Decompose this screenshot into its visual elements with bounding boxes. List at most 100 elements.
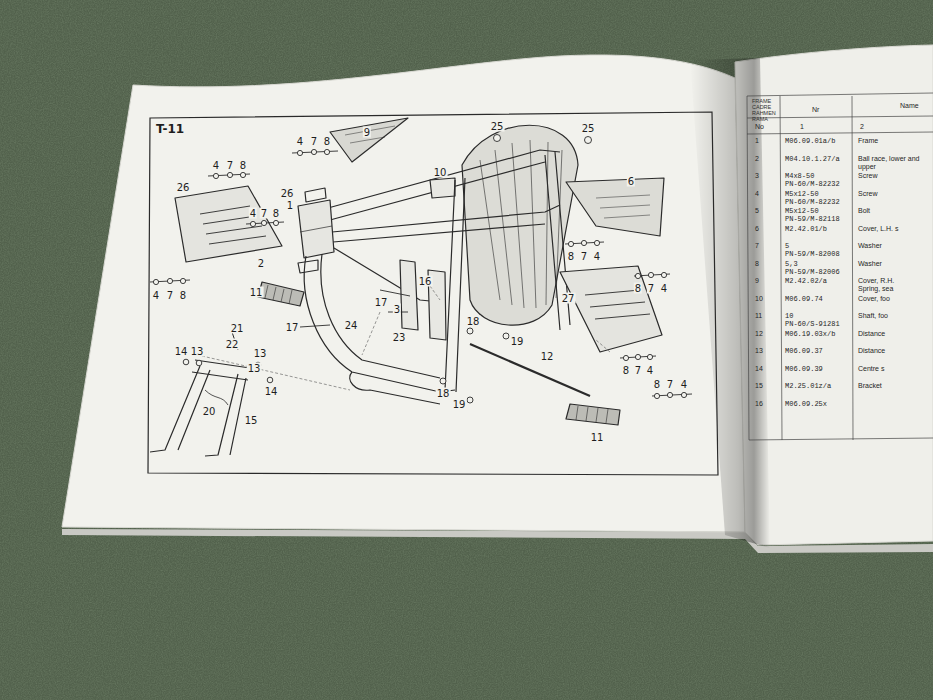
table-cell: 5 (785, 242, 789, 250)
callout-number: 7 (634, 365, 642, 376)
table-cell: Screw (858, 190, 877, 197)
table-cell: 3 (755, 172, 759, 179)
parts-table (747, 116, 933, 118)
callout-number: 8 (179, 290, 187, 301)
table-cell: 9 (755, 277, 759, 284)
callout-number: 2 (257, 258, 265, 269)
callout-number: 7 (310, 136, 318, 147)
table-header: Nr (812, 106, 819, 113)
callout-number: 7 (647, 283, 655, 294)
fasteners (440, 378, 446, 384)
table-cell: 10 (785, 312, 793, 320)
callout-number: 25 (490, 121, 505, 132)
callout-number: 7 (580, 251, 588, 262)
callout-number: 4 (296, 136, 304, 147)
table-cell: 12 (755, 330, 763, 337)
booklet (62, 45, 933, 553)
frame-illustration (192, 360, 250, 380)
callout-number: 7 (666, 379, 674, 390)
table-cell: 7 (755, 242, 759, 249)
frame-illustration (200, 206, 266, 244)
table-cell: 16 (755, 400, 763, 407)
callout-number: 27 (561, 293, 576, 304)
fasteners (297, 150, 302, 155)
frame-illustration (566, 404, 620, 425)
table-header: FRAME (752, 98, 771, 104)
fasteners (250, 221, 255, 226)
parts-table (747, 132, 933, 134)
fasteners (635, 354, 640, 359)
fasteners (568, 241, 573, 246)
frame-illustration (566, 178, 664, 236)
frame-illustration (576, 406, 608, 423)
frame-illustration (470, 344, 590, 396)
table-cell: Washer (858, 260, 882, 267)
table-cell: Bolt (858, 207, 870, 214)
table-cell: M06.09.01a/b (785, 137, 835, 145)
frame-illustration (305, 188, 326, 202)
frame-illustration (345, 126, 395, 143)
frame-illustration (480, 140, 562, 308)
fasteners (380, 290, 410, 296)
callout-number: 8 (622, 365, 630, 376)
callout-number: 4 (593, 251, 601, 262)
callout-number: 8 (272, 208, 280, 219)
frame-illustration (596, 195, 650, 218)
table-cell: upper (858, 163, 876, 170)
fasteners (183, 359, 189, 365)
frame-illustration (150, 118, 664, 456)
fasteners (594, 240, 599, 245)
callout-number: 3 (393, 304, 401, 315)
table-cell: Frame (858, 137, 878, 144)
fasteners (300, 325, 330, 327)
page-heading: T-11 (156, 122, 184, 136)
parts-table (747, 93, 933, 96)
fasteners (196, 360, 202, 366)
frame-illustration (300, 226, 332, 232)
frame-illustration (304, 256, 455, 392)
fasteners (654, 393, 659, 398)
table-cell: M2.42.02/a (785, 277, 827, 285)
callout-number: 4 (152, 290, 160, 301)
callout-number: 21 (230, 323, 245, 334)
parts-table (747, 96, 749, 440)
callout-number: 15 (244, 415, 259, 426)
diagram-frame (148, 112, 718, 475)
fasteners (503, 333, 509, 339)
table-cell: M06.09.37 (785, 347, 823, 355)
parts-table (749, 438, 933, 440)
callout-number: 22 (225, 339, 240, 350)
table-cell: M5x12-50 (785, 207, 819, 215)
fasteners (661, 272, 666, 277)
table-cell: 8 (755, 260, 759, 267)
callout-number: 8 (634, 283, 642, 294)
fasteners (150, 135, 692, 404)
frame-illustration (330, 118, 408, 162)
callout-number: 4 (212, 160, 220, 171)
callout-number: 10 (433, 167, 448, 178)
table-cell: Ball race, lower and (858, 155, 919, 162)
fasteners (240, 172, 245, 177)
callout-number: 13 (190, 346, 205, 357)
callout-number: 4 (646, 365, 654, 376)
callout-number: 11 (590, 432, 605, 443)
table-header: RAMA (752, 116, 768, 122)
fasteners (681, 392, 686, 397)
callout-number: 19 (452, 399, 467, 410)
callout-number: 1 (286, 200, 294, 211)
diagram-frame (148, 112, 718, 475)
fasteners (261, 220, 266, 225)
fasteners (585, 137, 592, 144)
callout-number: 18 (436, 388, 451, 399)
fasteners (635, 273, 640, 278)
fasteners (467, 397, 473, 403)
fasteners (273, 220, 278, 225)
table-cell: M04.10.1.27/a (785, 155, 840, 163)
fasteners (581, 240, 586, 245)
fasteners (167, 278, 172, 283)
fasteners (648, 272, 653, 277)
fasteners (647, 354, 652, 359)
